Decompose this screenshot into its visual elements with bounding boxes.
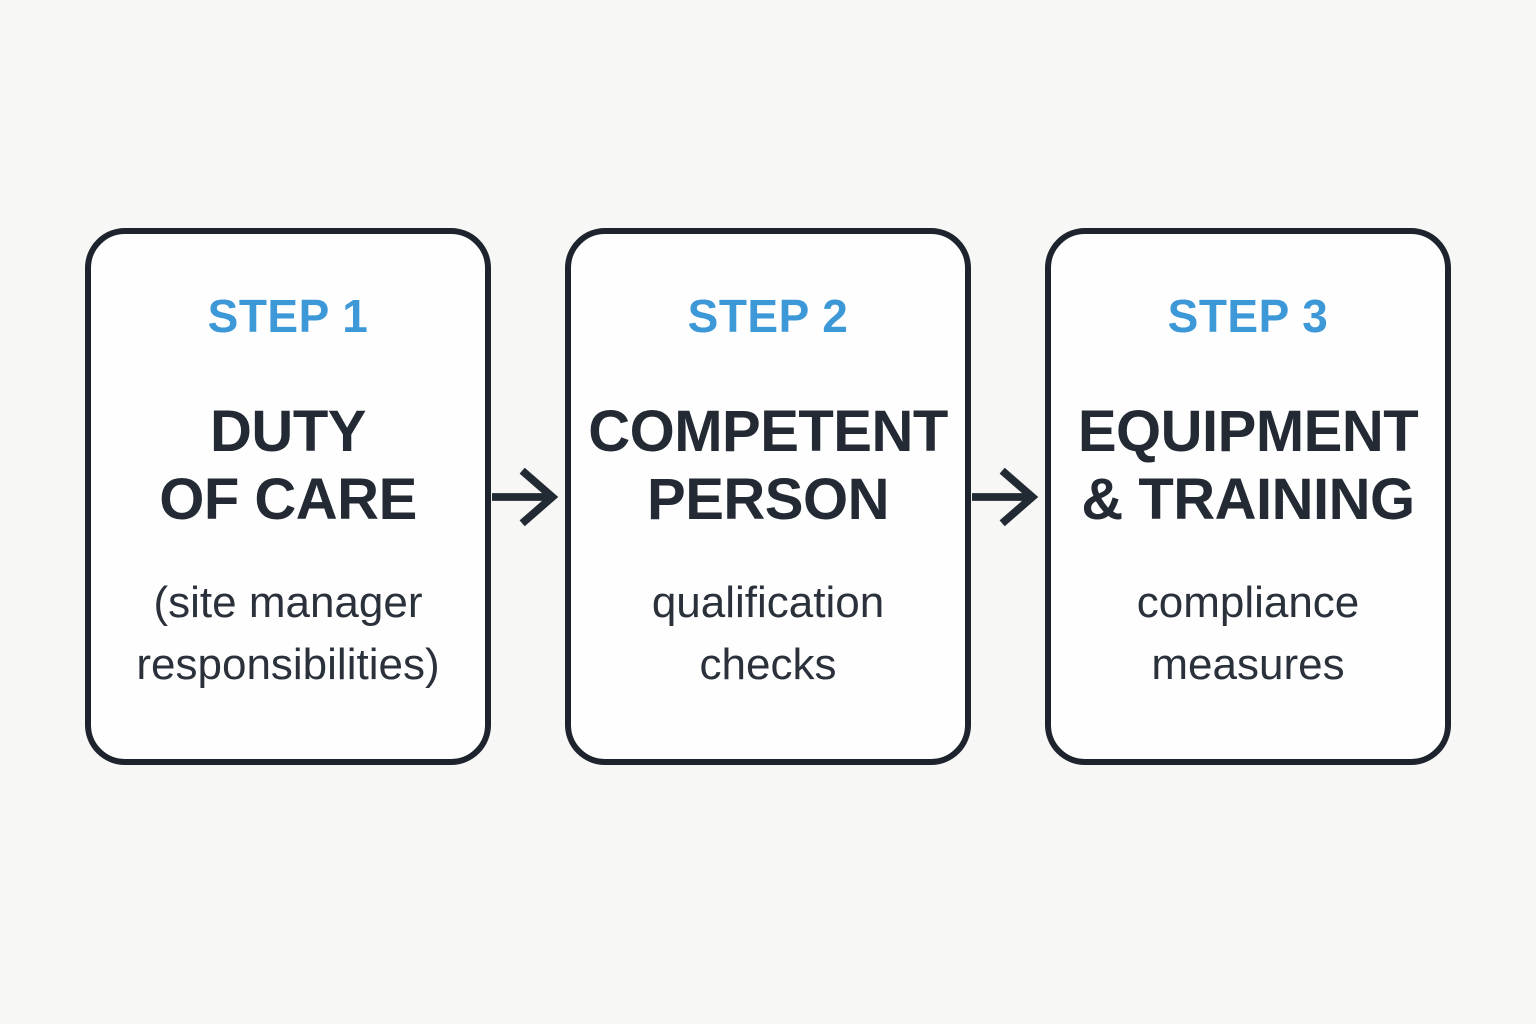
step-2-title: COMPETENT PERSON	[588, 398, 948, 534]
step-1-label: STEP 1	[207, 290, 369, 342]
arrow-gap-2	[971, 228, 1045, 765]
step-1-title-line2: OF CARE	[159, 467, 417, 532]
step-1-subtitle: (site manager responsibilities)	[136, 572, 439, 696]
step-3-label: STEP 3	[1167, 290, 1329, 342]
step-1-subtitle-line2: responsibilities)	[136, 640, 440, 689]
step-1-subtitle-line1: (site manager	[153, 578, 423, 627]
step-3-subtitle: compliance measures	[1137, 572, 1360, 696]
step-3-title-line2: & TRAINING	[1081, 467, 1415, 532]
arrow-right-icon	[971, 467, 1039, 526]
step-card-2: STEP 2 COMPETENT PERSON qualification ch…	[565, 228, 971, 765]
step-card-3: STEP 3 EQUIPMENT & TRAINING compliance m…	[1045, 228, 1451, 765]
step-3-title: EQUIPMENT & TRAINING	[1077, 398, 1419, 534]
step-card-1: STEP 1 DUTY OF CARE (site manager respon…	[85, 228, 491, 765]
step-1-title: DUTY OF CARE	[159, 398, 417, 534]
step-2-subtitle-line2: checks	[699, 640, 837, 689]
step-2-title-line2: PERSON	[647, 467, 889, 532]
step-2-label: STEP 2	[687, 290, 849, 342]
arrow-right-icon	[491, 467, 559, 526]
step-3-title-line1: EQUIPMENT	[1077, 399, 1419, 464]
step-2-title-line1: COMPETENT	[588, 399, 948, 464]
arrow-gap-1	[491, 228, 565, 765]
step-3-subtitle-line1: compliance	[1136, 578, 1360, 627]
step-2-subtitle-line1: qualification	[651, 578, 885, 627]
step-3-subtitle-line2: measures	[1151, 640, 1345, 689]
step-1-title-line1: DUTY	[210, 399, 366, 464]
step-2-subtitle: qualification checks	[652, 572, 884, 696]
